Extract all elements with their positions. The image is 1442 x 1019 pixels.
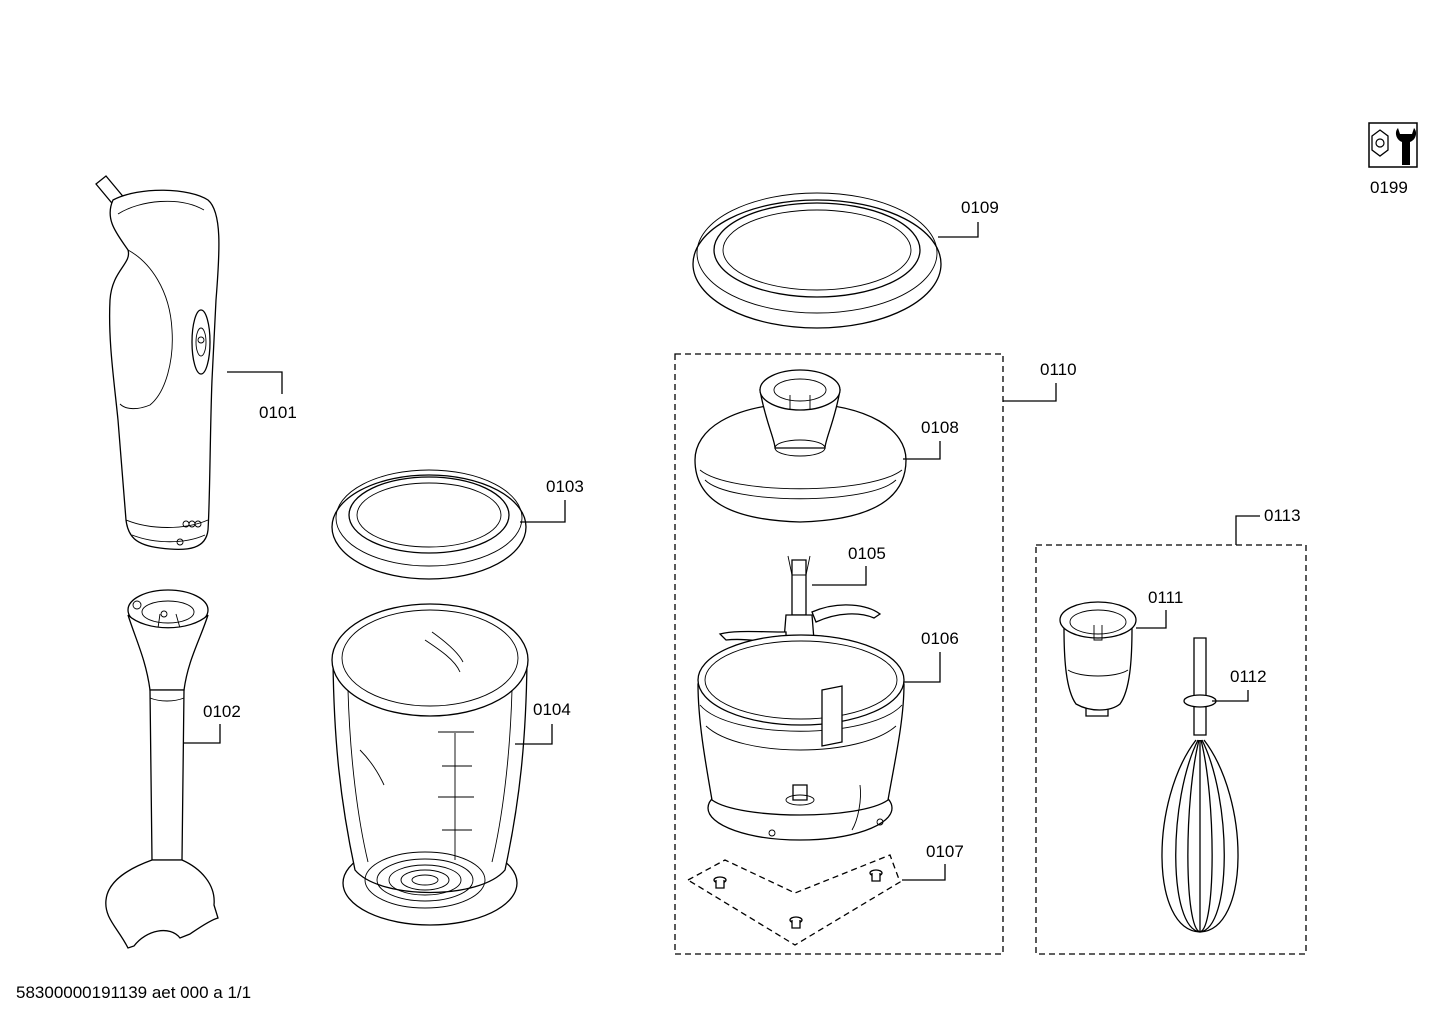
label-0106[interactable]: 0106	[921, 629, 959, 648]
label-0109[interactable]: 0109	[961, 198, 999, 217]
part-0104-measuring-beaker[interactable]	[331, 603, 529, 926]
part-0108-chopper-lid[interactable]	[694, 369, 907, 523]
leader-0102	[183, 724, 221, 744]
label-0102[interactable]: 0102	[203, 702, 241, 721]
label-0104[interactable]: 0104	[533, 700, 571, 719]
part-0102-blender-foot[interactable]	[105, 589, 219, 949]
part-0103-beaker-lid[interactable]	[331, 469, 527, 580]
part-0106-chopper-bowl[interactable]	[697, 634, 905, 841]
leader-0110	[1003, 383, 1057, 402]
part-0105-chopper-blade[interactable]	[718, 555, 882, 647]
group-0110-chopper-set	[674, 353, 1004, 955]
document-footer-code: 58300000191139 aet 000 a 1/1	[16, 983, 251, 1002]
label-0112[interactable]: 0112	[1230, 667, 1267, 686]
leader-0109	[938, 222, 979, 238]
leader-lines	[183, 222, 1260, 881]
leader-0108	[903, 441, 941, 460]
label-0103[interactable]: 0103	[546, 477, 584, 496]
label-0110[interactable]: 0110	[1040, 360, 1077, 379]
leader-0113	[1235, 515, 1260, 545]
leader-0106	[904, 652, 941, 683]
part-0111-whisk-gearbox[interactable]	[1059, 601, 1137, 717]
label-0105[interactable]: 0105	[848, 544, 886, 563]
leader-0101	[227, 371, 283, 394]
leader-0104	[515, 724, 553, 745]
leader-0112	[1212, 690, 1249, 702]
part-0112-whisk[interactable]	[1161, 637, 1239, 933]
part-labels: 0101 0102 0103 0104 0105 0106 0107 0108 …	[203, 198, 1301, 861]
leader-0111	[1136, 610, 1167, 629]
label-0108[interactable]: 0108	[921, 418, 959, 437]
part-0109-bowl-lid[interactable]	[692, 192, 942, 329]
label-0199: 0199	[1370, 178, 1408, 197]
service-icon-0199[interactable]: 0199	[1368, 122, 1418, 197]
label-0101[interactable]: 0101	[259, 403, 297, 422]
part-0107-non-slip-base[interactable]	[686, 854, 901, 946]
label-0111[interactable]: 0111	[1148, 588, 1183, 607]
label-0113[interactable]: 0113	[1264, 506, 1301, 525]
part-0101-motor-handle[interactable]	[95, 175, 220, 551]
label-0107[interactable]: 0107	[926, 842, 964, 861]
leader-0107	[902, 864, 946, 881]
wrench-nut-icon	[1368, 122, 1418, 168]
leader-0105	[812, 566, 867, 586]
leader-0103	[520, 500, 566, 523]
group-0113-whisk-set	[1035, 544, 1307, 955]
